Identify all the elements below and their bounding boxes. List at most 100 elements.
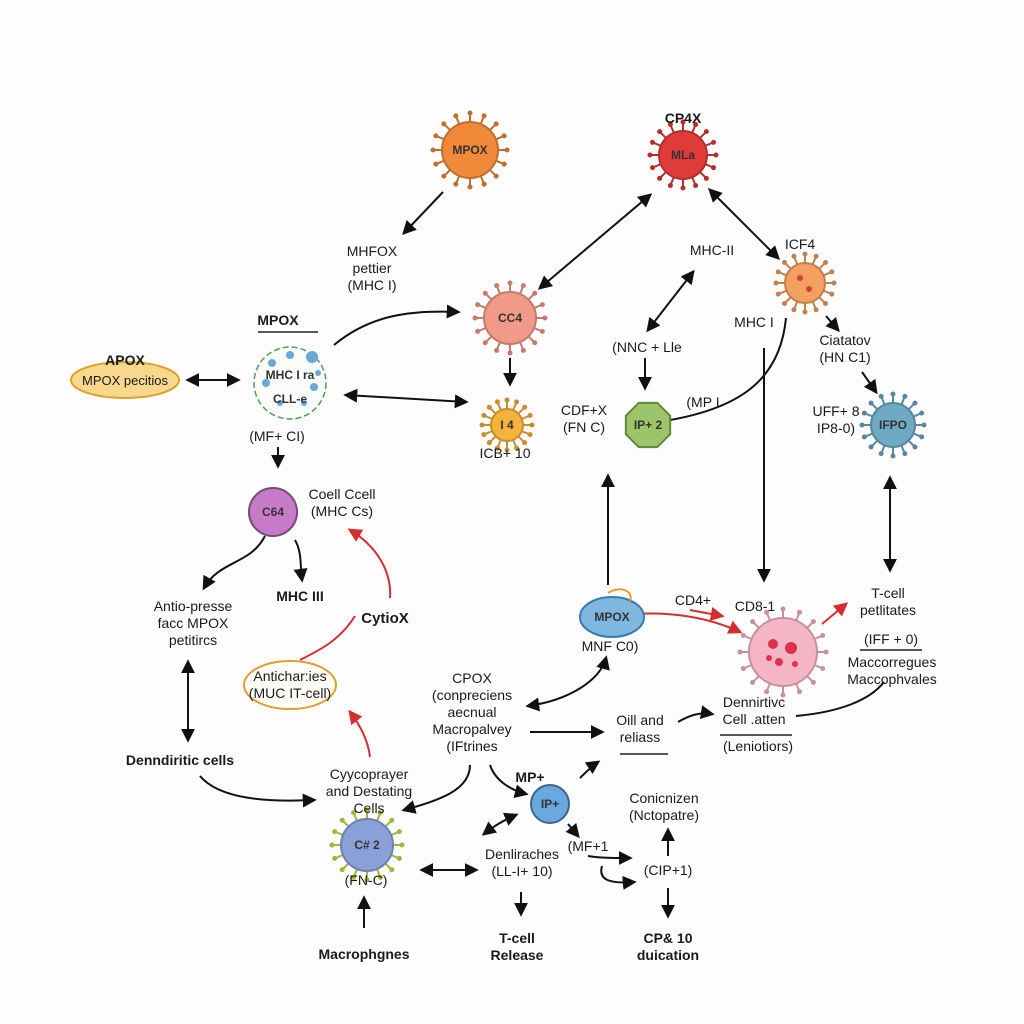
- spike-tip: [919, 434, 925, 440]
- spike-tip: [377, 874, 383, 880]
- organelle: [806, 286, 812, 292]
- macroph-label: Macrophgnes: [318, 946, 410, 962]
- spike-tip: [781, 259, 787, 265]
- spike-tip: [467, 110, 473, 116]
- mp-plus-label: MP+: [515, 769, 545, 785]
- mnf-co-label: MNF C0): [581, 638, 639, 654]
- cell-c64[interactable]: C64: [248, 487, 298, 537]
- spike-tip: [364, 807, 370, 813]
- spike-tip: [472, 315, 478, 321]
- spike-tip: [520, 283, 526, 289]
- organelle: [306, 351, 318, 363]
- icb10-label: ICB+ 10: [479, 445, 531, 461]
- cell-cp4x[interactable]: MLa: [647, 119, 719, 191]
- spike-tip: [481, 432, 487, 438]
- line: aecnual: [447, 704, 497, 720]
- line: T-cell: [871, 585, 905, 601]
- spike-tip: [522, 440, 528, 446]
- cell-body: [248, 487, 298, 537]
- cell-mpox-top[interactable]: MPOX: [430, 110, 510, 190]
- spike-tip: [475, 302, 481, 308]
- organelle: [286, 351, 294, 359]
- line: and Destating: [325, 783, 413, 799]
- antio-label: Antio-presse facc MPOX petitircs: [154, 598, 233, 649]
- arrow: [579, 760, 601, 779]
- cell-cc4[interactable]: CC4: [472, 280, 548, 356]
- spike-tip: [527, 432, 533, 438]
- arrow: [795, 681, 885, 717]
- cell-body: [579, 596, 645, 638]
- cell-body: [441, 121, 499, 179]
- apox-ellipse[interactable]: [70, 361, 180, 399]
- cell-label: IFPO: [879, 418, 907, 432]
- red-arrow: [821, 602, 849, 625]
- arrow: [565, 822, 580, 839]
- spike-tip: [650, 139, 656, 145]
- spike-tip: [810, 679, 816, 685]
- spike-tip: [389, 817, 395, 823]
- spike-tip: [710, 139, 716, 145]
- cell-ip2[interactable]: IP+ 2: [624, 401, 672, 449]
- red-arrow: [348, 709, 371, 758]
- fn-c-label: (FN-C): [344, 872, 388, 888]
- organelle: [277, 400, 283, 406]
- cell-body: [490, 408, 524, 442]
- spike-tip: [501, 161, 507, 167]
- spike-tip: [433, 161, 439, 167]
- spike-tip: [775, 291, 781, 297]
- arrow: [646, 269, 695, 333]
- line: Maccophvales: [847, 671, 937, 687]
- spike-tip: [501, 133, 507, 139]
- cell-i4[interactable]: I 4: [479, 397, 535, 453]
- arrow: [677, 705, 715, 723]
- spike-tip: [737, 649, 743, 655]
- line: Conicnizen: [629, 790, 699, 806]
- spike-tip: [921, 422, 927, 428]
- cell-ip-small[interactable]: IP+: [530, 784, 570, 824]
- spike-tip: [529, 422, 535, 428]
- cell-cd8-big[interactable]: [737, 606, 829, 698]
- line: duication: [636, 947, 700, 963]
- spike-tip: [740, 665, 746, 671]
- line: Antio-presse: [153, 598, 233, 614]
- mhc-i-label: MHC I: [734, 314, 774, 330]
- spike-tip: [667, 122, 673, 128]
- antichar-label: Antichar:ies (MUC IT-cell): [249, 668, 331, 702]
- cycop-label: Cyycoprayer and Destating Cells: [326, 766, 412, 817]
- cp10-label: CP& 10 duication: [637, 930, 699, 964]
- spike-tip: [481, 181, 487, 187]
- line: petlitates: [859, 602, 917, 618]
- spike-tip: [823, 259, 829, 265]
- cell-icf4[interactable]: [773, 251, 837, 315]
- cell-c42[interactable]: C# 2: [329, 807, 405, 883]
- mp1-label: (MP I: [686, 394, 720, 410]
- tcell-rel-label: T-cell Release: [491, 930, 544, 964]
- spike-tip: [532, 290, 538, 296]
- spike-tip: [520, 347, 526, 353]
- spike-tip: [823, 649, 829, 655]
- arrow: [825, 315, 840, 333]
- spike-tip: [693, 182, 699, 188]
- cell-mpox-mid[interactable]: MPOX: [579, 588, 645, 638]
- organelle: [310, 383, 318, 391]
- spike-tip: [430, 147, 436, 153]
- spike-tip: [332, 829, 338, 835]
- spike-tip: [703, 175, 709, 181]
- cell-ifpo[interactable]: IFPO: [859, 391, 927, 459]
- spike-tip: [339, 867, 345, 873]
- arrow: [333, 304, 461, 346]
- antichar-ellipse[interactable]: [243, 660, 337, 710]
- cell-label: IP+: [541, 797, 559, 811]
- spike-tip: [527, 412, 533, 418]
- spike-tip: [813, 253, 819, 259]
- lenio-label: (Leniotiors): [722, 738, 794, 754]
- cell-body: [340, 818, 394, 872]
- line: CPOX: [452, 670, 492, 686]
- cd8-1-label: CD8-1: [734, 598, 776, 614]
- spike-tip: [796, 609, 802, 615]
- line: (IFtrines: [446, 738, 498, 754]
- cell-label: IP+ 2: [634, 418, 663, 432]
- line: Coell Ccell: [308, 486, 376, 502]
